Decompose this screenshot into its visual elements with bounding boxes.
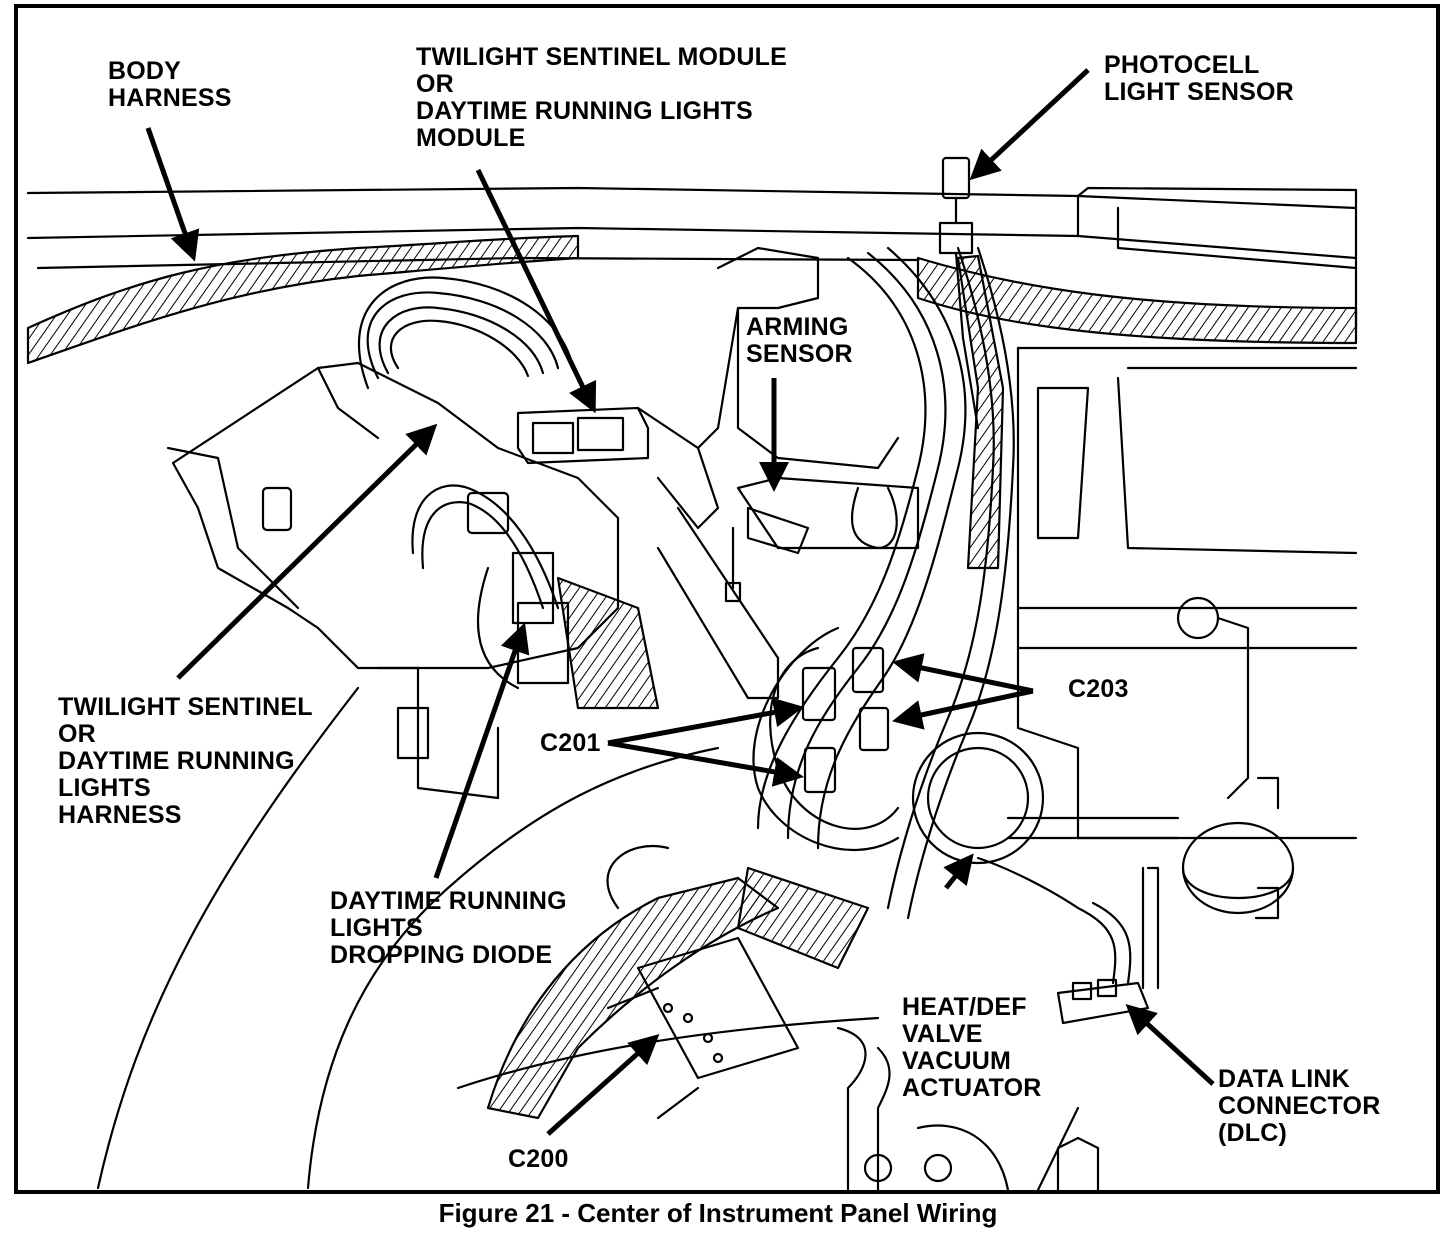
label-line: C200 — [508, 1145, 569, 1173]
label-line: HEAT/DEF — [902, 993, 1027, 1021]
label-drl-diode: DAYTIME RUNNING LIGHTS DROPPING DIODE — [330, 888, 567, 969]
arming-sensor-area — [696, 246, 920, 603]
label-line: MODULE — [416, 124, 526, 152]
arrow-dlc — [1125, 1003, 1215, 1086]
label-line: SENSOR — [746, 340, 853, 368]
label-line: HARNESS — [108, 84, 232, 112]
arrow-c201-a — [607, 697, 804, 746]
body-harness — [26, 234, 580, 365]
hanging-plug — [411, 484, 560, 610]
label-c203: C203 — [1068, 676, 1129, 703]
arrow-photocell — [969, 68, 1090, 181]
label-dlc: DATA LINK CONNECTOR (DLC) — [1218, 1066, 1380, 1147]
label-c200: C200 — [508, 1146, 569, 1173]
label-heat-def: HEAT/DEF VALVE VACUUM ACTUATOR — [902, 994, 1042, 1102]
callout-arrows — [145, 68, 1215, 1136]
label-line: TWILIGHT SENTINEL MODULE — [416, 43, 787, 71]
figure-frame: BODY HARNESS TWILIGHT SENTINEL MODULE OR… — [14, 4, 1440, 1194]
label-line: DROPPING DIODE — [330, 941, 553, 969]
right-harness-band — [916, 256, 1358, 345]
label-line: DATA LINK — [1218, 1065, 1350, 1093]
c201-c203-connectors — [752, 626, 900, 852]
arrow-c200 — [546, 1033, 660, 1136]
label-line: OR — [58, 720, 96, 748]
label-twilight-module: TWILIGHT SENTINEL MODULE OR DAYTIME RUNN… — [416, 44, 787, 152]
arrow-c203-a — [892, 653, 1034, 694]
label-line: HARNESS — [58, 801, 182, 829]
twilight-harness-loop — [357, 276, 575, 390]
label-line: CONNECTOR — [1218, 1092, 1381, 1120]
label-line: VALVE — [902, 1020, 983, 1048]
label-twilight-harness: TWILIGHT SENTINEL OR DAYTIME RUNNING LIG… — [58, 694, 313, 829]
drl-diode-stack — [476, 551, 660, 710]
label-line: OR — [416, 70, 454, 98]
heat-def-actuator — [911, 731, 1295, 920]
label-arming-sensor: ARMING SENSOR — [746, 314, 853, 368]
label-line: ARMING — [746, 313, 849, 341]
arrow-twilight-harness — [176, 423, 438, 680]
arrow-heat-def — [943, 853, 974, 890]
c200-harness — [486, 845, 870, 1120]
label-line: C203 — [1068, 675, 1129, 703]
label-line: LIGHTS — [330, 914, 423, 942]
label-line: BODY — [108, 57, 182, 85]
label-line: DAYTIME RUNNING LIGHTS — [416, 97, 753, 125]
label-line: C201 — [540, 729, 601, 757]
wiring-illustration — [26, 68, 1358, 1190]
label-line: PHOTOCELL — [1104, 51, 1260, 79]
label-line: LIGHT SENSOR — [1104, 78, 1294, 106]
label-line: DAYTIME RUNNING — [330, 887, 567, 915]
label-line: (DLC) — [1218, 1119, 1288, 1147]
label-c201: C201 — [540, 730, 601, 757]
arrow-c201-b — [607, 740, 804, 787]
right-heater-box — [1016, 346, 1358, 840]
label-line: TWILIGHT SENTINEL — [58, 693, 313, 721]
label-line: DAYTIME RUNNING — [58, 747, 295, 775]
arrow-c203-b — [892, 688, 1034, 730]
lower-center-bracket — [836, 1026, 1100, 1190]
center-harness — [756, 246, 1015, 920]
arrow-drl-diode — [433, 622, 530, 879]
arrow-twilight-module — [475, 168, 597, 414]
label-photocell: PHOTOCELL LIGHT SENSOR — [1104, 52, 1294, 106]
arrow-body-harness — [145, 127, 200, 262]
label-line: ACTUATOR — [902, 1074, 1042, 1102]
figure-caption: Figure 21 - Center of Instrument Panel W… — [438, 1198, 998, 1228]
label-line: LIGHTS — [58, 774, 151, 802]
label-line: VACUUM — [902, 1047, 1012, 1075]
label-body-harness: BODY HARNESS — [108, 58, 232, 112]
photocell-sensor — [938, 156, 980, 430]
